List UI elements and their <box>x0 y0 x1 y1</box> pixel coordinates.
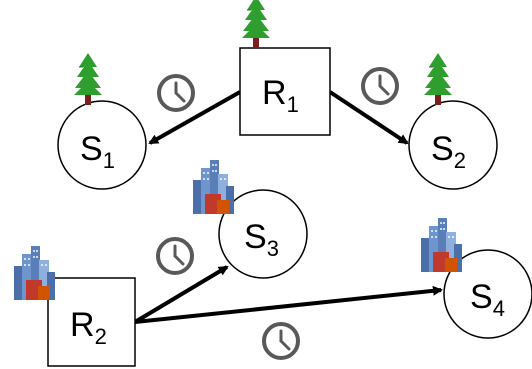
clock-icon <box>361 67 399 105</box>
edge-r1-s2 <box>328 90 409 145</box>
node-r1-label: R1 <box>262 74 299 117</box>
tree-icon <box>241 0 271 49</box>
node-r1: R1 <box>239 47 331 136</box>
clock-icon <box>156 237 194 275</box>
node-s2-label: S2 <box>431 130 466 173</box>
node-r2: R2 <box>47 277 136 367</box>
city-buildings-icon <box>421 218 462 272</box>
node-s1-label: S1 <box>80 130 115 173</box>
edge-r2-s4 <box>134 285 443 324</box>
node-s1: S1 <box>57 100 147 190</box>
tree-icon <box>73 52 103 106</box>
city-buildings-icon <box>14 246 55 300</box>
node-s2: S2 <box>408 100 498 190</box>
edges <box>133 90 443 324</box>
clock-icon <box>262 322 300 360</box>
node-s3: S3 <box>218 189 308 279</box>
edge-r2-s3 <box>133 265 229 324</box>
tree-icon <box>423 52 453 106</box>
node-r2-label: R2 <box>70 306 107 349</box>
node-s4-label: S4 <box>470 278 505 321</box>
node-s3-label: S3 <box>244 218 279 261</box>
clock-icon <box>157 74 195 112</box>
node-s4: S4 <box>443 249 532 339</box>
edge-r1-s1 <box>148 90 241 145</box>
city-buildings-icon <box>193 160 234 214</box>
